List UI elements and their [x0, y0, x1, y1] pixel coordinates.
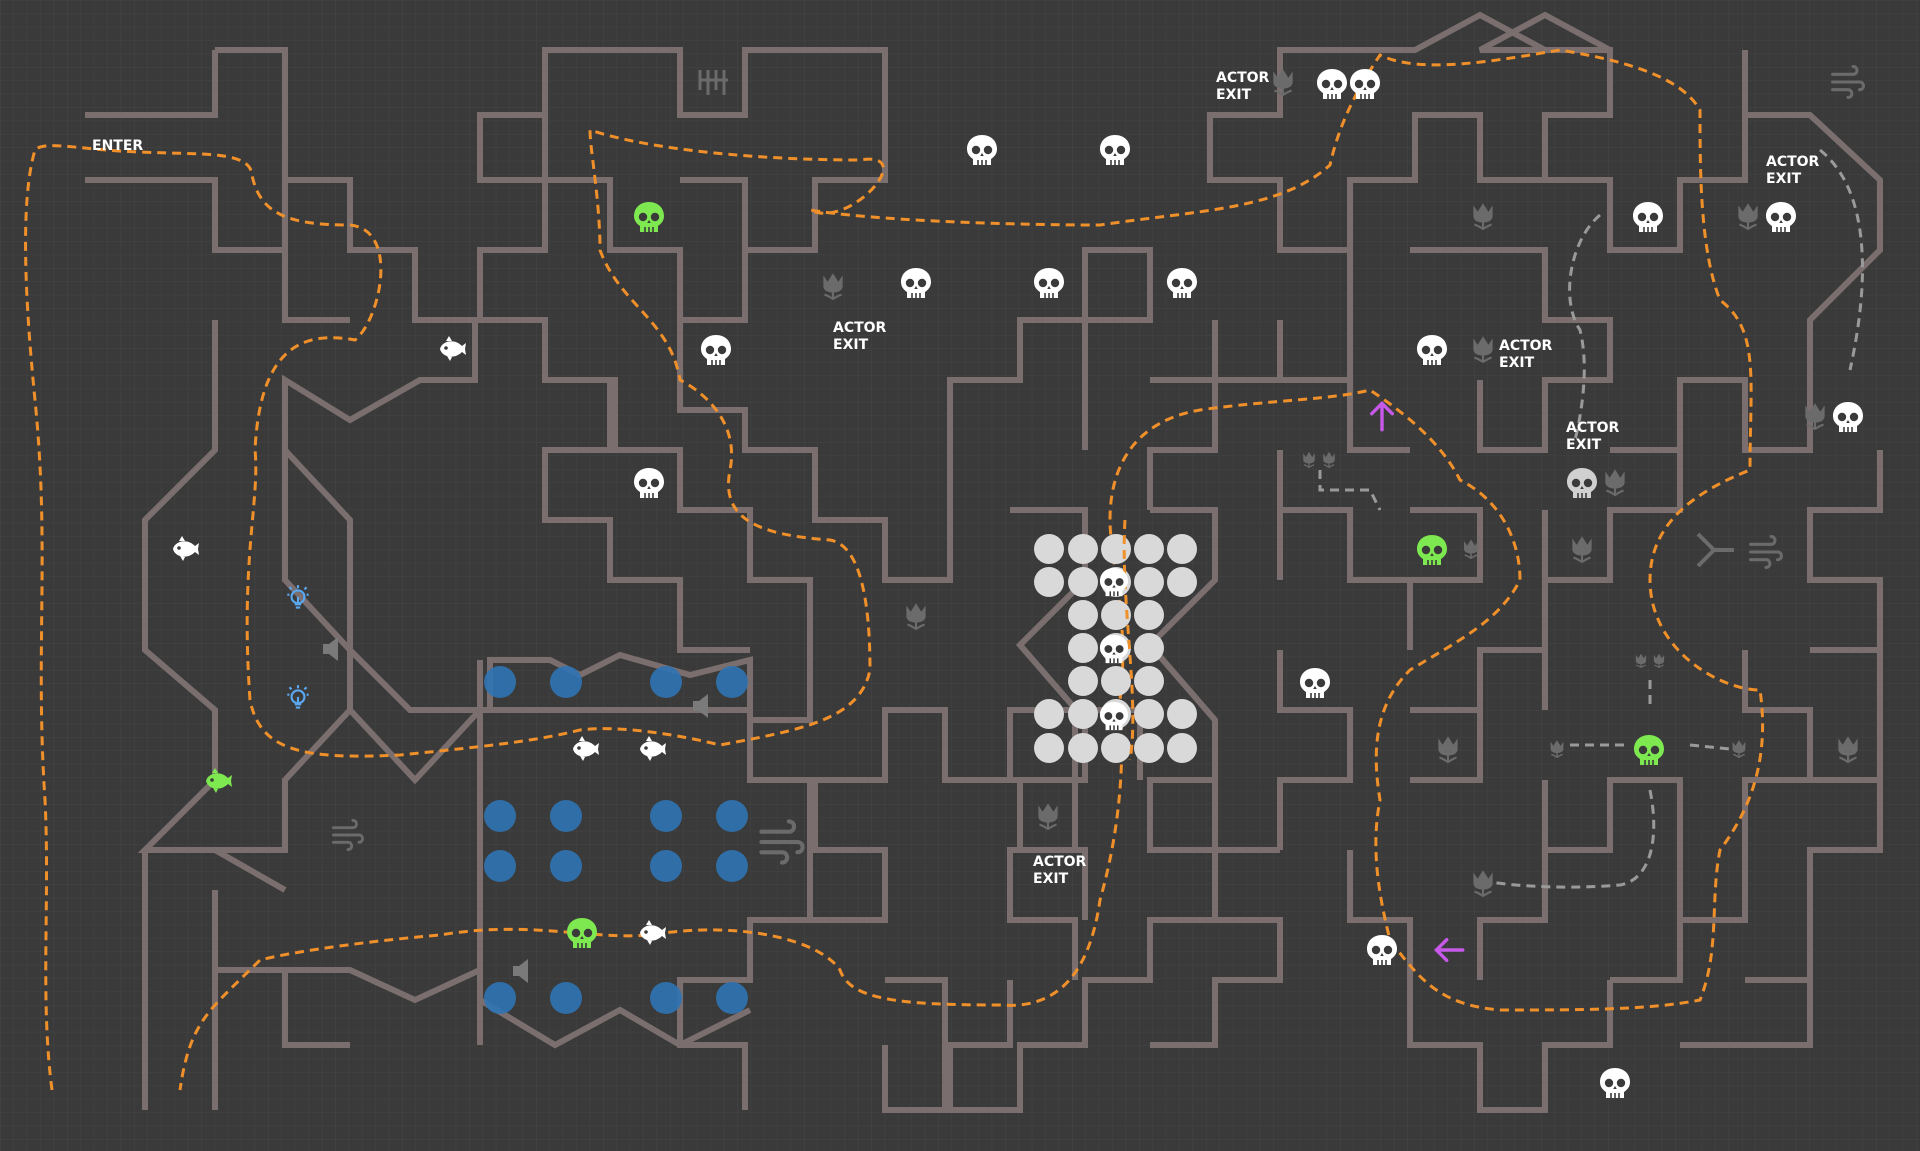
- svg-text:ACTOR: ACTOR: [1033, 854, 1087, 870]
- svg-text:ACTOR: ACTOR: [1566, 420, 1620, 436]
- actor-exit-label: ACTOR EXIT: [1216, 70, 1270, 103]
- svg-text:EXIT: EXIT: [1766, 171, 1802, 187]
- labels: ENTER ACTOR EXIT ACTOR EXIT ACTOR EXIT A…: [92, 70, 1820, 887]
- svg-text:EXIT: EXIT: [1033, 871, 1069, 887]
- maze-walls: [85, 11, 1883, 1113]
- actor-exit-label: ACTOR EXIT: [1033, 854, 1087, 887]
- fork-icon: [1696, 532, 1734, 568]
- actor-exit-label: ACTOR EXIT: [833, 320, 887, 353]
- svg-text:ACTOR: ACTOR: [1499, 338, 1553, 354]
- enter-label: ENTER: [92, 138, 143, 154]
- player-path: [24, 48, 1765, 1091]
- blue-bubbles: [484, 666, 748, 1014]
- svg-text:ACTOR: ACTOR: [1216, 70, 1270, 86]
- spring-icon: [698, 70, 728, 95]
- npc-paths: [1318, 148, 1864, 889]
- svg-text:ACTOR: ACTOR: [1766, 154, 1820, 170]
- svg-text:EXIT: EXIT: [833, 337, 869, 353]
- svg-text:ACTOR: ACTOR: [833, 320, 887, 336]
- svg-text:EXIT: EXIT: [1216, 87, 1252, 103]
- svg-text:EXIT: EXIT: [1566, 437, 1602, 453]
- actor-exit-label: ACTOR EXIT: [1566, 420, 1620, 453]
- actor-exit-label: ACTOR EXIT: [1766, 154, 1820, 187]
- player-path-overlay: [1122, 519, 1135, 761]
- svg-text:EXIT: EXIT: [1499, 355, 1535, 371]
- actor-exit-label: ACTOR EXIT: [1499, 338, 1553, 371]
